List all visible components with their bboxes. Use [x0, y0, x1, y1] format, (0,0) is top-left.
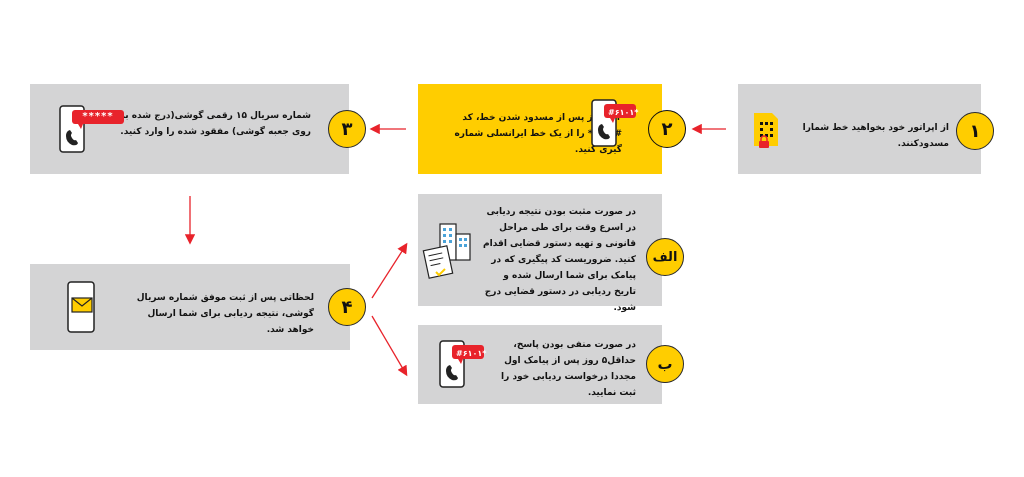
step-3-text: شماره سریال ۱۵ رقمی گوشی(درج شده بر روی …	[119, 111, 311, 137]
phone-dial-icon	[591, 99, 636, 147]
step-alef-text: در صورت مثبت بودن نتیجه ردیابی در اسرع و…	[483, 207, 636, 313]
building-document-icon	[422, 223, 471, 279]
step-1-box: ۱ از اپراتور خود بخواهید خط شمارا مسدودک…	[738, 84, 994, 174]
step-4-text: لحظاتی پس از ثبت موفق شماره سریال گوشی، …	[136, 293, 314, 335]
step-alef-badge: الف	[646, 238, 684, 276]
step-1-badge: ۱	[956, 112, 994, 150]
step-2-badge: ۲	[648, 110, 686, 148]
arrow-4-to-be	[371, 315, 408, 377]
step-be-text: در صورت منفی بودن پاسخ، حداقل۵ روز پس از…	[501, 340, 636, 398]
step-4-box: ۴ لحظاتی پس از ثبت موفق شماره سریال گوشی…	[30, 264, 366, 350]
step-be-box: ب در صورت منفی بودن پاسخ، حداقل۵ روز پس …	[418, 325, 684, 404]
arrow-4-to-alef	[371, 242, 408, 299]
phone-envelope-icon	[67, 281, 95, 333]
step-be-badge: ب	[646, 345, 684, 383]
password-stars-label: *****	[82, 111, 114, 122]
step-alef-box: الف در صورت مثبت بودن نتیجه ردیابی در اس…	[418, 194, 684, 313]
phone-dial-icon	[439, 340, 484, 388]
sim-card-icon	[754, 113, 778, 148]
step-4-badge: ۴	[328, 288, 366, 326]
step-3-badge: ۳	[328, 110, 366, 148]
phone-password-icon	[59, 105, 124, 153]
step-3-box: ۳ شماره سریال ۱۵ رقمی گوشی(درج شده بر رو…	[30, 84, 366, 174]
step-2-box: ۲ ۲_۵ روز پس از مسدود شدن خط، کد #۶۱۰۱* …	[418, 84, 686, 174]
step-1-text: از اپراتور خود بخواهید خط شمارا مسدودکنن…	[802, 123, 949, 149]
dial-code-label: #۶۱۰۱*	[608, 108, 639, 117]
dial-code-label: #۶۱۰۱*	[456, 349, 487, 358]
